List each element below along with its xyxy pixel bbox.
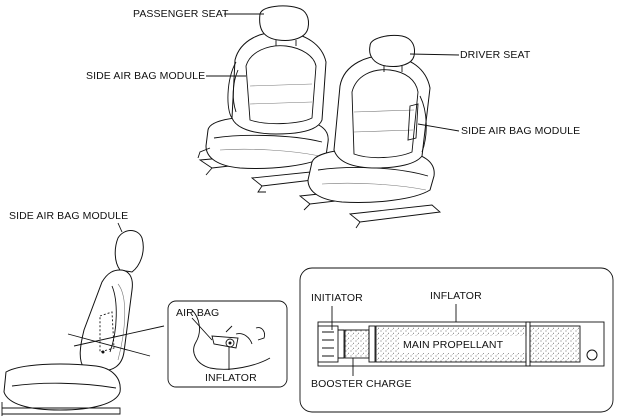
inflator-cross-section-drawing [299,267,614,413]
passenger-seat-drawing [197,5,340,193]
label-inflator-detail: INFLATOR [205,372,257,384]
driver-seat-drawing [298,35,442,229]
label-air-bag: AIR BAG [176,307,220,319]
label-side-air-bag-module-driver: SIDE AIR BAG MODULE [461,125,581,137]
label-passenger-seat: PASSENGER SEAT [133,8,229,20]
label-booster-charge: BOOSTER CHARGE [311,378,412,390]
label-main-propellant: MAIN PROPELLANT [403,339,504,351]
label-initiator: INITIATOR [311,292,363,304]
label-driver-seat: DRIVER SEAT [460,49,531,61]
label-side-air-bag-module-passenger: SIDE AIR BAG MODULE [86,70,206,82]
side-view-seat-drawing [1,230,165,416]
inflator-detail-drawing [167,300,288,388]
leader-lines [117,13,460,233]
label-side-air-bag-module-side-view: SIDE AIR BAG MODULE [9,210,129,222]
label-inflator-cross-section: INFLATOR [430,290,482,302]
